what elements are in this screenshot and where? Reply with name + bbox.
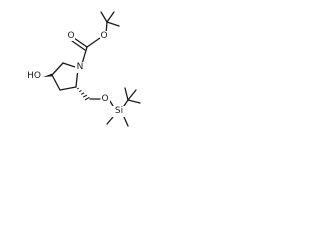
bond-si-me-2 [123,116,129,127]
bond-c4-c3 [51,74,61,91]
atom-ether-oxygen: O [101,94,108,104]
atom-silicon: Si [115,106,123,116]
bond-tbu-me-1 [100,11,108,23]
bond-tbu-me-3 [106,21,120,27]
molecule-drawing: N O O HO O Si [0,0,152,152]
bond-si-tbu-me-3 [127,89,137,101]
hash-bond-c2-ch2 [77,87,90,101]
atom-carbonyl-oxygen: O [67,31,74,41]
wedge-bond-c4-oh [43,73,52,77]
bond-c3-c2 [59,86,77,91]
atom-labels: N O O HO O Si [26,31,126,117]
bond-si-tbu-me-1 [127,99,141,104]
bonds [51,11,141,127]
bond-carbonyl-double-1 [73,37,88,48]
bond-o-si [109,100,114,107]
atom-hydroxyl: HO [27,71,41,81]
bond-si-tbu-me-2 [124,87,129,101]
bond-n-carbonyl-c [81,46,88,65]
bond-carbonyl-c-ester-o [86,37,101,48]
bond-carbonyl-double-2 [71,40,86,51]
structure-svg: N O O HO O Si [26,11,141,127]
atom-ring-nitrogen: N [77,62,84,72]
bond-si-me-1 [106,116,114,125]
bond-tbu-me-2 [106,11,115,23]
bond-si-tbu-c [123,99,129,107]
bond-c5-c4 [51,62,64,76]
atom-ester-oxygen: O [100,31,107,41]
